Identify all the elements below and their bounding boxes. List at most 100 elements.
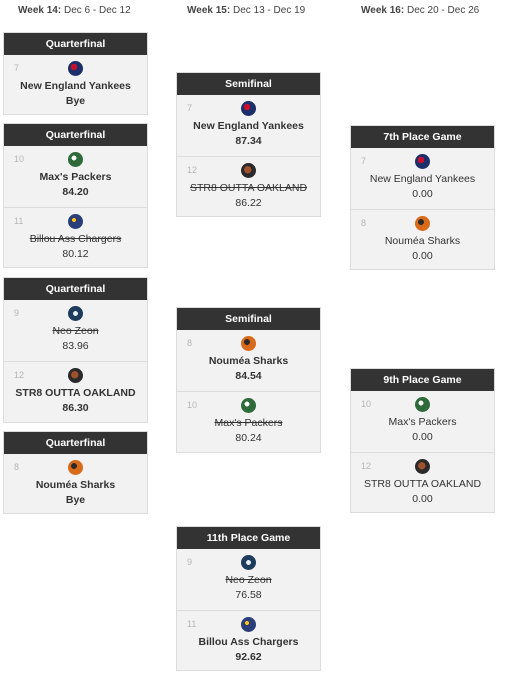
team-name[interactable]: New England Yankees bbox=[369, 173, 476, 185]
matchup-card[interactable]: Semifinal 7 New England Yankees 87.34 12… bbox=[176, 72, 321, 217]
team-name[interactable]: Max's Packers bbox=[39, 171, 112, 183]
chargers-helmet-icon bbox=[241, 617, 256, 632]
zeon-shield-icon bbox=[241, 555, 256, 570]
team-name[interactable]: Max's Packers bbox=[214, 417, 283, 429]
team-name[interactable]: Nouméa Sharks bbox=[35, 479, 116, 491]
team-slot[interactable]: 8 Nouméa Sharks 0.00 bbox=[351, 209, 494, 270]
seed-number: 11 bbox=[14, 216, 24, 226]
raiders-helmet-icon bbox=[68, 368, 83, 383]
packers-helmet-icon bbox=[68, 152, 83, 167]
seed-number: 10 bbox=[187, 400, 198, 410]
seed-number: 8 bbox=[14, 462, 20, 472]
patriots-helmet-icon bbox=[415, 154, 430, 169]
team-score: 80.24 bbox=[235, 432, 262, 444]
team-name[interactable]: Nouméa Sharks bbox=[208, 355, 289, 367]
sharks-helmet-icon bbox=[68, 460, 83, 475]
seed-number: 10 bbox=[361, 399, 372, 409]
team-slot[interactable]: 11 Billou Ass Chargers 92.62 bbox=[177, 610, 320, 671]
chargers-helmet-icon bbox=[68, 214, 83, 229]
team-name[interactable]: STR8 OUTTA OAKLAND bbox=[189, 182, 308, 194]
team-score: 84.54 bbox=[235, 370, 262, 382]
team-name[interactable]: Max's Packers bbox=[388, 416, 457, 428]
team-score: 86.30 bbox=[62, 402, 89, 414]
seed-number: 9 bbox=[14, 308, 20, 318]
seed-number: 12 bbox=[361, 461, 372, 471]
matchup-card[interactable]: 11th Place Game 9 Neo Zeon 76.58 11 Bill… bbox=[176, 526, 321, 671]
seed-number: 12 bbox=[14, 370, 25, 380]
team-slot[interactable]: 12 STR8 OUTTA OAKLAND 86.22 bbox=[177, 156, 320, 217]
team-score: 86.22 bbox=[235, 197, 262, 209]
matchup-card[interactable]: Quarterfinal 10 Max's Packers 84.20 11 B… bbox=[3, 123, 148, 268]
matchup-title: 11th Place Game bbox=[177, 527, 320, 549]
matchup-title: 9th Place Game bbox=[351, 369, 494, 391]
team-name[interactable]: New England Yankees bbox=[20, 80, 131, 92]
team-slot[interactable]: 10 Max's Packers 80.24 bbox=[177, 391, 320, 453]
week-header-16: Week 16: Dec 20 - Dec 26 bbox=[361, 5, 480, 16]
team-slot[interactable]: 11 Billou Ass Chargers 80.12 bbox=[4, 207, 147, 268]
team-name[interactable]: Nouméa Sharks bbox=[384, 235, 461, 247]
patriots-helmet-icon bbox=[241, 101, 256, 116]
matchup-card[interactable]: 7th Place Game 7 New England Yankees 0.0… bbox=[350, 125, 495, 270]
matchup-card[interactable]: Quarterfinal 9 Neo Zeon 83.96 12 STR8 OU… bbox=[3, 277, 148, 423]
team-name[interactable]: Neo Zeon bbox=[52, 325, 99, 337]
team-score: 92.62 bbox=[235, 651, 262, 663]
team-slot[interactable]: 10 Max's Packers 84.20 bbox=[4, 146, 147, 207]
team-score: 76.58 bbox=[235, 589, 262, 601]
seed-number: 7 bbox=[187, 103, 193, 113]
team-slot[interactable]: 7 New England Yankees 87.34 bbox=[177, 95, 320, 156]
packers-helmet-icon bbox=[415, 397, 430, 412]
matchup-card[interactable]: Quarterfinal 8 Nouméa Sharks Bye bbox=[3, 431, 148, 514]
team-score: 84.20 bbox=[62, 186, 89, 198]
matchup-title: Semifinal bbox=[177, 73, 320, 95]
team-slot[interactable]: 9 Neo Zeon 83.96 bbox=[4, 300, 147, 361]
team-slot[interactable]: 7 New England Yankees 0.00 bbox=[351, 148, 494, 209]
team-slot[interactable]: 7 New England Yankees Bye bbox=[4, 55, 147, 115]
seed-number: 7 bbox=[14, 63, 20, 73]
team-slot[interactable]: 12 STR8 OUTTA OAKLAND 0.00 bbox=[351, 452, 494, 513]
matchup-title: Quarterfinal bbox=[4, 124, 147, 146]
team-slot[interactable]: 10 Max's Packers 0.00 bbox=[351, 391, 494, 452]
sharks-helmet-icon bbox=[415, 216, 430, 231]
team-score: Bye bbox=[65, 494, 86, 506]
sharks-helmet-icon bbox=[241, 336, 256, 351]
matchup-title: Semifinal bbox=[177, 308, 320, 330]
seed-number: 11 bbox=[187, 619, 197, 629]
seed-number: 10 bbox=[14, 154, 25, 164]
team-slot[interactable]: 8 Nouméa Sharks Bye bbox=[4, 454, 147, 514]
matchup-card[interactable]: Quarterfinal 7 New England Yankees Bye bbox=[3, 32, 148, 115]
team-name[interactable]: Neo Zeon bbox=[225, 574, 272, 586]
team-score: 0.00 bbox=[412, 493, 433, 505]
patriots-helmet-icon bbox=[68, 61, 83, 76]
zeon-shield-icon bbox=[68, 306, 83, 321]
team-name[interactable]: Billou Ass Chargers bbox=[198, 636, 299, 648]
team-name[interactable]: STR8 OUTTA OAKLAND bbox=[15, 387, 136, 399]
week-header-15: Week 15: Dec 13 - Dec 19 bbox=[187, 5, 306, 16]
team-score: 83.96 bbox=[62, 340, 89, 352]
matchup-title: Quarterfinal bbox=[4, 33, 147, 55]
team-name[interactable]: New England Yankees bbox=[193, 120, 304, 132]
seed-number: 12 bbox=[187, 165, 198, 175]
seed-number: 8 bbox=[361, 218, 367, 228]
team-score: 80.12 bbox=[62, 248, 89, 260]
matchup-title: Quarterfinal bbox=[4, 432, 147, 454]
seed-number: 7 bbox=[361, 156, 367, 166]
team-slot[interactable]: 8 Nouméa Sharks 84.54 bbox=[177, 330, 320, 391]
matchup-title: Quarterfinal bbox=[4, 278, 147, 300]
team-name[interactable]: STR8 OUTTA OAKLAND bbox=[363, 478, 482, 490]
team-name[interactable]: Billou Ass Chargers bbox=[29, 233, 122, 245]
seed-number: 9 bbox=[187, 557, 193, 567]
week-header-14: Week 14: Dec 6 - Dec 12 bbox=[18, 5, 131, 16]
team-score: 0.00 bbox=[412, 250, 433, 262]
team-score: 0.00 bbox=[412, 431, 433, 443]
team-slot[interactable]: 12 STR8 OUTTA OAKLAND 86.30 bbox=[4, 361, 147, 423]
matchup-title: 7th Place Game bbox=[351, 126, 494, 148]
team-score: 0.00 bbox=[412, 188, 433, 200]
raiders-helmet-icon bbox=[415, 459, 430, 474]
matchup-card[interactable]: 9th Place Game 10 Max's Packers 0.00 12 … bbox=[350, 368, 495, 513]
team-slot[interactable]: 9 Neo Zeon 76.58 bbox=[177, 549, 320, 610]
matchup-card[interactable]: Semifinal 8 Nouméa Sharks 84.54 10 Max's… bbox=[176, 307, 321, 453]
team-score: 87.34 bbox=[235, 135, 262, 147]
packers-helmet-icon bbox=[241, 398, 256, 413]
raiders-helmet-icon bbox=[241, 163, 256, 178]
team-score: Bye bbox=[65, 95, 86, 107]
